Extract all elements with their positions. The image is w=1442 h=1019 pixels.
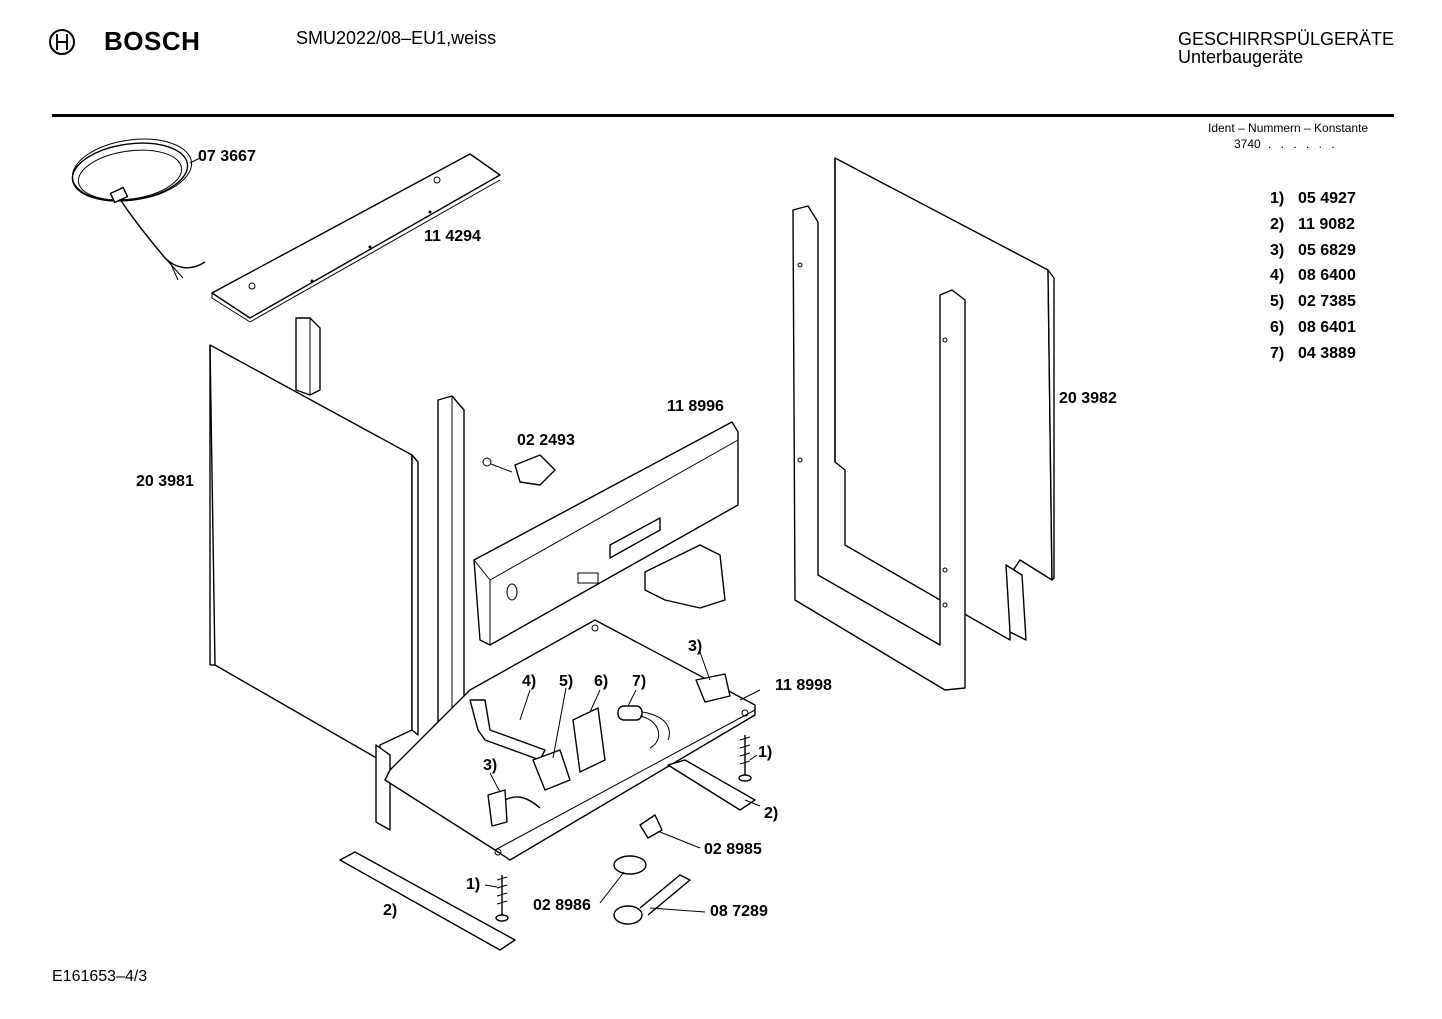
category-subtitle: Unterbaugeräte bbox=[1178, 47, 1304, 67]
label-side-panel-right: 20 3982 bbox=[1059, 390, 1117, 407]
label-clip: 02 2493 bbox=[517, 432, 575, 449]
callout-2-left: 2) bbox=[383, 902, 398, 919]
back-rail bbox=[473, 421, 739, 646]
screw-left bbox=[495, 875, 509, 922]
callout-6: 6) bbox=[594, 673, 609, 690]
drawing-id: E161653–4/3 bbox=[52, 968, 148, 985]
variant-item: 3)05 6829 bbox=[1270, 241, 1356, 259]
callout-4: 4) bbox=[522, 673, 537, 690]
ident-value: 3740 bbox=[1234, 137, 1261, 151]
ident-title: Ident – Nummern – Konstante bbox=[1208, 121, 1369, 135]
label-side-panel-left: 20 3981 bbox=[136, 473, 194, 490]
top-strip bbox=[211, 153, 501, 323]
foot-strip-left bbox=[339, 851, 516, 951]
category-title: GESCHIRRSPÜLGERÄTE bbox=[1178, 29, 1395, 49]
label-back-rail: 11 8996 bbox=[667, 398, 724, 415]
callout-3-upper: 3) bbox=[688, 638, 703, 655]
part-3-upper bbox=[695, 673, 731, 703]
bosch-logo-icon bbox=[49, 29, 75, 55]
clip-part bbox=[482, 454, 556, 486]
variant-item: 2)11 9082 bbox=[1270, 215, 1355, 233]
callout-1-left: 1) bbox=[466, 876, 481, 893]
variant-item: 6)08 6401 bbox=[1270, 318, 1356, 336]
label-top-strip: 11 4294 bbox=[424, 228, 481, 245]
part-5 bbox=[532, 749, 571, 791]
callout-5: 5) bbox=[559, 673, 574, 690]
float-part bbox=[613, 855, 647, 875]
float-holder-part bbox=[613, 874, 691, 925]
frame-right bbox=[792, 205, 966, 691]
foot-strip-right bbox=[667, 759, 756, 811]
variant-list: 1)05 4927 2)11 9082 3)05 6829 4)08 6400 … bbox=[1270, 188, 1356, 369]
rail-left-rear bbox=[295, 317, 321, 396]
base-plate bbox=[384, 619, 756, 861]
ident-dots: . . . . . . bbox=[1268, 137, 1338, 151]
label-switch: 02 8985 bbox=[704, 841, 762, 858]
brand-name: BOSCH bbox=[104, 26, 201, 56]
variant-item: 1)05 4927 bbox=[1270, 190, 1356, 207]
label-cable: 07 3667 bbox=[198, 148, 256, 165]
leader-lines bbox=[484, 651, 761, 913]
part-7 bbox=[617, 705, 670, 749]
callout-1-right: 1) bbox=[758, 744, 773, 761]
label-float: 02 8986 bbox=[533, 897, 591, 914]
callout-2-right: 2) bbox=[764, 805, 779, 822]
header-divider bbox=[52, 114, 1394, 117]
power-cable bbox=[71, 138, 206, 281]
part-3-lower bbox=[487, 789, 508, 827]
callout-3-lower: 3) bbox=[483, 757, 498, 774]
variant-item: 7)04 3889 bbox=[1270, 344, 1356, 362]
variant-item: 5)02 7385 bbox=[1270, 293, 1356, 311]
part-6 bbox=[572, 707, 606, 773]
variant-item: 4)08 6400 bbox=[1270, 267, 1356, 285]
water-inlet-piece bbox=[644, 544, 726, 609]
part-4 bbox=[469, 699, 546, 761]
model-number: SMU2022/08–EU1,weiss bbox=[296, 28, 497, 48]
switch-part bbox=[639, 814, 663, 839]
callout-7: 7) bbox=[632, 673, 647, 690]
label-base-plate: 11 8998 bbox=[775, 677, 832, 694]
label-float-holder: 08 7289 bbox=[710, 903, 768, 920]
side-panel-left bbox=[209, 344, 419, 831]
screw-right bbox=[738, 735, 752, 782]
